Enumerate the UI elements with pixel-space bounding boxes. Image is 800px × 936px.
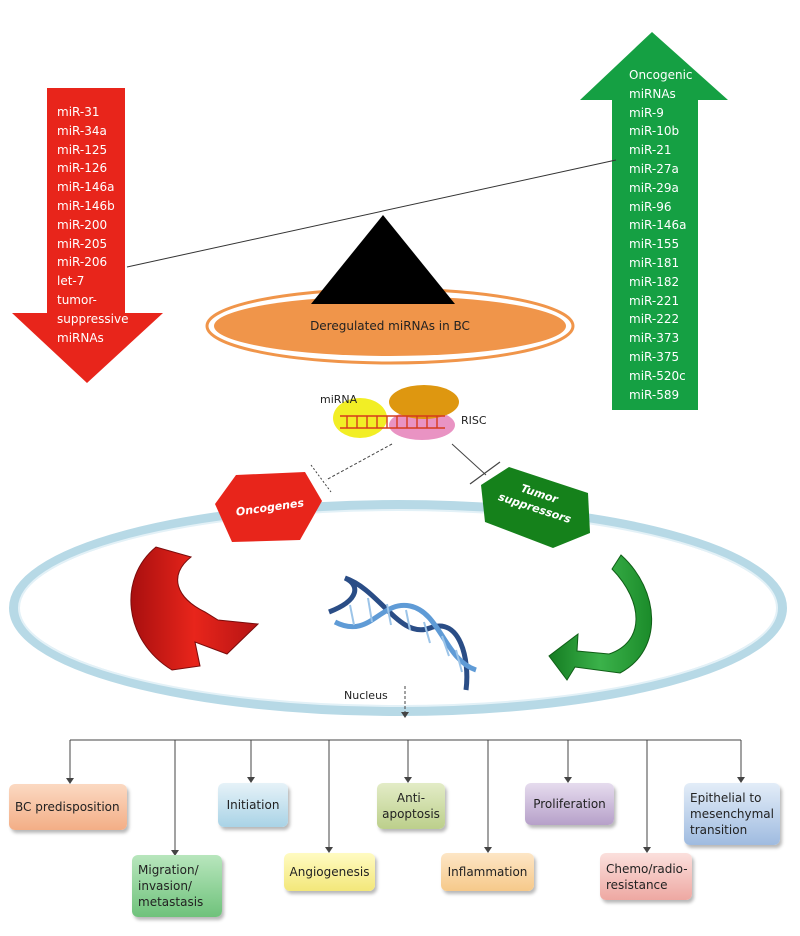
migration-box: Migration/ invasion/ metastasis xyxy=(132,855,222,917)
up-arrow-item: miR-96 xyxy=(629,199,672,214)
chemo-resistance-box: Chemo/radio- resistance xyxy=(600,853,692,900)
down-arrow-item: miR-205 xyxy=(57,236,108,251)
down-arrow-item: miR-125 xyxy=(57,142,108,157)
nucleus-ring xyxy=(9,500,787,716)
bc-predisposition-label: BC predisposition xyxy=(15,800,120,814)
up-arrow-item: miR-373 xyxy=(629,331,680,346)
outcome-tree xyxy=(66,739,745,856)
up-arrow-item: miR-181 xyxy=(629,255,680,270)
up-arrow-item: miR-221 xyxy=(629,293,680,308)
up-arrow-item: miR-10b xyxy=(629,124,680,139)
migration-label: Migration/ invasion/ metastasis xyxy=(138,863,204,909)
down-arrow-item: miR-126 xyxy=(57,161,108,176)
tumor-suppressors-hexagon xyxy=(481,467,590,548)
up-arrow-list: Oncogenic miRNAs miR-9 miR-10b miR-21 mi… xyxy=(629,66,693,404)
angiogenesis-box: Angiogenesis xyxy=(284,853,375,891)
up-arrow-item: miR-9 xyxy=(629,105,664,120)
up-arrow-shape xyxy=(580,32,728,410)
up-arrow-item: miR-155 xyxy=(629,237,680,252)
up-arrow-item: miRNAs xyxy=(629,86,676,101)
down-arrow-item: tumor- xyxy=(57,292,97,307)
risc-bottom-ellipse xyxy=(389,410,455,440)
mirna-to-oncogenes-line xyxy=(325,443,393,481)
down-arrow-shape xyxy=(12,88,163,383)
up-arrow-item: miR-520c xyxy=(629,368,686,383)
proliferation-box: Proliferation xyxy=(525,783,614,825)
up-arrow-item: miR-589 xyxy=(629,387,680,402)
up-arrow-item: miR-27a xyxy=(629,161,679,176)
down-arrow-item: miR-34a xyxy=(57,123,107,138)
rna-duplex xyxy=(340,415,445,429)
down-arrow-item: miRNAs xyxy=(57,330,104,345)
inflammation-box: Inflammation xyxy=(441,853,534,891)
down-arrow-list: miR-31 miR-34a miR-125 miR-126 miR-146a … xyxy=(57,103,128,347)
up-arrow-item: miR-222 xyxy=(629,312,680,327)
green-curved-arrow xyxy=(548,554,653,681)
initiation-label: Initiation xyxy=(226,798,280,812)
angiogenesis-label: Angiogenesis xyxy=(289,865,370,879)
anti-apoptosis-box: Anti- apoptosis xyxy=(377,783,445,829)
dna-helix-icon xyxy=(328,575,477,691)
down-arrow-item: miR-200 xyxy=(57,217,108,232)
balance-label: Deregulated miRNAs in BC xyxy=(310,319,470,333)
down-arrow-item: miR-31 xyxy=(57,105,100,119)
emt-box: Epithelial to mesenchymal transition xyxy=(684,783,780,845)
up-arrow-item: miR-375 xyxy=(629,349,680,364)
oncogenes-hexagon xyxy=(215,472,322,542)
balance-beam xyxy=(126,159,617,268)
up-arrow-item: miR-21 xyxy=(629,143,672,158)
down-arrow-item: miR-206 xyxy=(57,255,108,270)
down-arrow-item: let-7 xyxy=(57,274,85,289)
red-curved-arrow xyxy=(130,546,260,671)
up-arrow-item: miR-29a xyxy=(629,180,679,195)
emt-label: Epithelial to mesenchymal transition xyxy=(690,791,774,837)
down-arrow-item: miR-146b xyxy=(57,198,115,213)
chemo-resistance-label: Chemo/radio- resistance xyxy=(606,861,688,892)
inflammation-label: Inflammation xyxy=(447,865,528,879)
bc-predisposition-box: BC predisposition xyxy=(9,784,127,830)
down-arrow-item: suppressive xyxy=(57,311,129,326)
down-arrow-item: miR-146a xyxy=(57,180,115,195)
up-arrow-item: Oncogenic xyxy=(629,68,693,82)
risc-to-tumor-suppressors-line xyxy=(451,443,487,476)
balance-triangle xyxy=(311,215,455,304)
up-arrow-item: miR-146a xyxy=(629,218,687,233)
risc-label: RISC xyxy=(461,414,487,427)
proliferation-label: Proliferation xyxy=(533,797,606,811)
nucleus-label: Nucleus xyxy=(344,689,388,702)
risc-top-ellipse xyxy=(389,385,459,419)
anti-apoptosis-label: Anti- apoptosis xyxy=(382,791,440,821)
up-arrow-item: miR-182 xyxy=(629,274,680,289)
mirna-label: miRNA xyxy=(320,393,358,406)
initiation-box: Initiation xyxy=(218,783,288,827)
